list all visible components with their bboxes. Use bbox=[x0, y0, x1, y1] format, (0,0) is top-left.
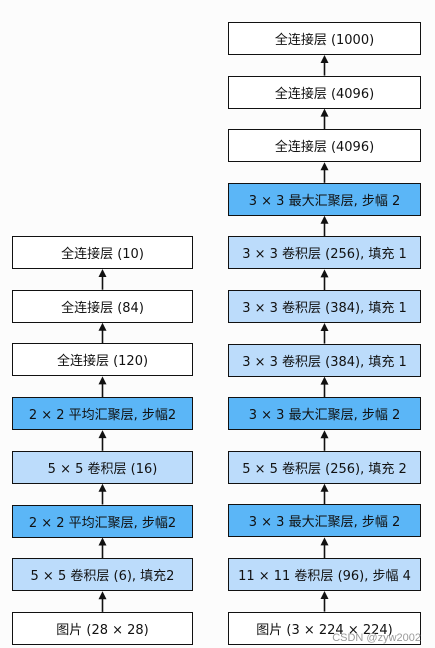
alexnet-arrow-head bbox=[320, 55, 329, 63]
alexnet-layer-box: 3 × 3 卷积层 (256), 填充 1 bbox=[228, 236, 421, 270]
lenet-arrow-head bbox=[98, 591, 107, 600]
lenet-arrow-head bbox=[98, 322, 107, 331]
alexnet-arrow-head bbox=[320, 269, 329, 278]
alexnet-arrow-head bbox=[320, 323, 329, 331]
alexnet-layer-box: 3 × 3 卷积层 (384), 填充 1 bbox=[228, 343, 421, 377]
lenet-layer-box: 2 × 2 平均汇聚层, 步幅2 bbox=[12, 397, 193, 431]
alexnet-arrow-head bbox=[320, 537, 329, 546]
alexnet-arrow-head bbox=[320, 162, 329, 171]
lenet-arrow-head bbox=[98, 430, 107, 439]
lenet-layer-box: 5 × 5 卷积层 (6), 填充2 bbox=[12, 558, 193, 592]
alexnet-layer-box: 5 × 5 卷积层 (256), 填充 2 bbox=[228, 450, 421, 484]
alexnet-layer-box: 全连接层 (4096) bbox=[228, 129, 421, 163]
alexnet-layer-box: 11 × 11 卷积层 (96), 步幅 4 bbox=[228, 558, 421, 591]
lenet-layer-box: 2 × 2 平均汇聚层, 步幅2 bbox=[12, 504, 193, 538]
lenet-layer-box: 5 × 5 卷积层 (16) bbox=[12, 450, 193, 484]
lenet-layer-box: 全连接层 (120) bbox=[12, 343, 193, 377]
alexnet-arrow-head bbox=[320, 376, 329, 385]
lenet-arrow-head bbox=[98, 537, 107, 546]
lenet-layer-box: 全连接层 (84) bbox=[12, 289, 193, 323]
alexnet-arrow-head bbox=[320, 591, 329, 599]
alexnet-arrow-head bbox=[320, 215, 329, 224]
alexnet-layer-box: 全连接层 (4096) bbox=[228, 75, 421, 109]
alexnet-arrow-head bbox=[320, 108, 329, 117]
alexnet-layer-box: 3 × 3 最大汇聚层, 步幅 2 bbox=[228, 397, 421, 431]
alexnet-layer-box: 3 × 3 最大汇聚层, 步幅 2 bbox=[228, 504, 421, 538]
lenet-layer-box: 图片 (28 × 28) bbox=[12, 611, 193, 645]
alexnet-layer-box: 3 × 3 卷积层 (384), 填充 1 bbox=[228, 290, 421, 323]
lenet-arrow-head bbox=[98, 376, 107, 385]
alexnet-layer-box: 图片 (3 × 224 × 224) bbox=[228, 611, 421, 645]
lenet-layer-box: 全连接层 (10) bbox=[12, 236, 193, 269]
alexnet-layer-box: 3 × 3 最大汇聚层, 步幅 2 bbox=[228, 182, 421, 216]
alexnet-layer-box: 全连接层 (1000) bbox=[228, 22, 421, 55]
alexnet-arrow-head bbox=[320, 483, 329, 492]
lenet-arrow-head bbox=[98, 269, 107, 277]
lenet-arrow-head bbox=[98, 483, 107, 492]
watermark: CSDN @zyw2002 bbox=[332, 632, 421, 644]
alexnet-arrow-head bbox=[320, 430, 329, 439]
